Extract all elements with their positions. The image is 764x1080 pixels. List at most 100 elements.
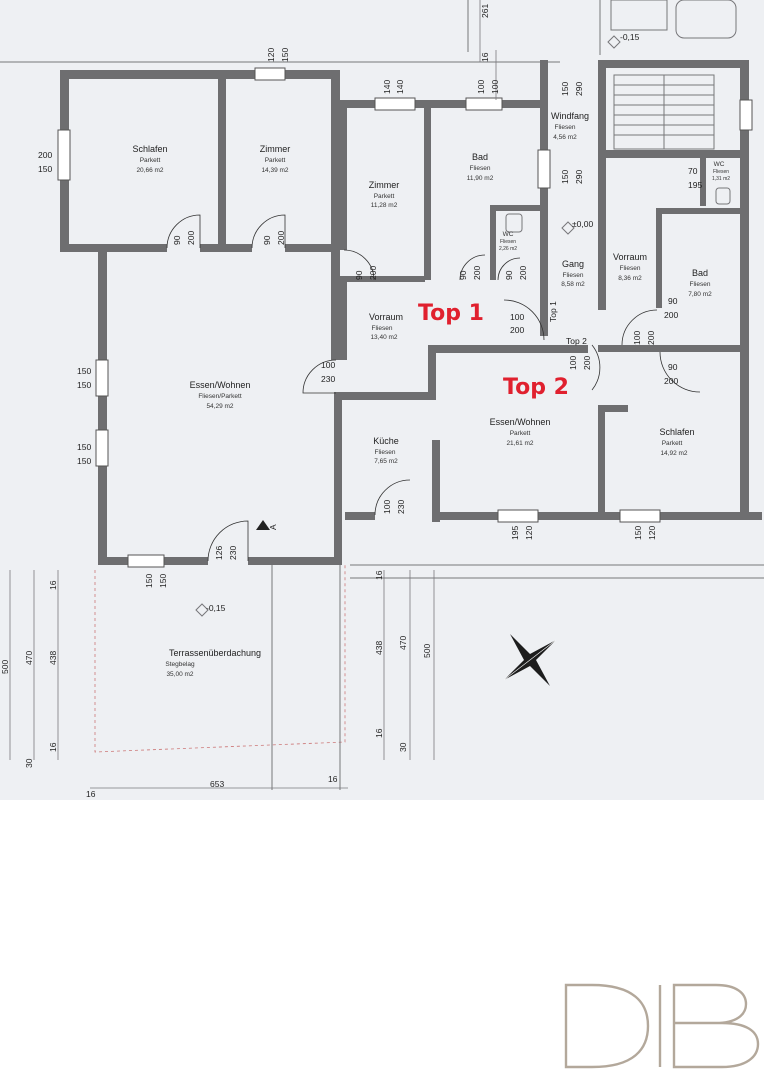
walls — [60, 60, 762, 565]
svg-text:200: 200 — [472, 266, 482, 280]
svg-text:90: 90 — [668, 296, 678, 306]
svg-text:70: 70 — [688, 166, 698, 176]
door-swings — [166, 214, 701, 562]
staircase — [613, 74, 715, 150]
svg-text:16: 16 — [48, 742, 58, 752]
svg-text:140: 140 — [395, 80, 405, 94]
room-floor: Fliesen — [500, 239, 516, 245]
level-terrace-text: -0,15 — [206, 603, 226, 613]
svg-text:470: 470 — [398, 636, 408, 650]
section-marker-label: A — [268, 524, 278, 530]
svg-text:120: 120 — [647, 526, 657, 540]
svg-text:150: 150 — [144, 574, 154, 588]
svg-text:30: 30 — [398, 742, 408, 752]
room-name: Bad — [472, 152, 488, 162]
logo-letter-b — [672, 983, 760, 1069]
room-essen-wohnen-1: Essen/Wohnen Fliesen/Parkett 54,29 m2 — [190, 380, 251, 410]
room-area: 21,61 m2 — [506, 440, 533, 447]
svg-text:290: 290 — [574, 170, 584, 184]
svg-text:261: 261 — [480, 4, 490, 18]
room-name: Küche — [373, 436, 399, 446]
room-name: Windfang — [551, 111, 589, 121]
room-area: 7,80 m2 — [688, 291, 712, 298]
svg-text:200: 200 — [646, 331, 656, 345]
room-name: Essen/Wohnen — [190, 380, 251, 390]
floor-plan-photo: ±0,00 -0,15 -0,15 A Schlafen Parkett 20,… — [0, 0, 764, 800]
svg-text:100: 100 — [568, 356, 578, 370]
room-area: 35,00 m2 — [166, 671, 193, 678]
room-area: 14,39 m2 — [261, 167, 288, 174]
svg-text:500: 500 — [422, 644, 432, 658]
room-name: Gang — [562, 259, 584, 269]
room-area: 14,92 m2 — [660, 450, 687, 457]
top-1-side-marker: Top 1 — [548, 301, 558, 322]
room-bad-1: Bad Fliesen 11,90 m2 — [467, 152, 494, 182]
room-name: Essen/Wohnen — [490, 417, 551, 427]
room-area: 8,36 m2 — [618, 275, 642, 282]
terrace — [94, 565, 346, 790]
svg-text:150: 150 — [77, 442, 91, 452]
room-area: 1,31 m2 — [712, 176, 730, 182]
svg-text:150: 150 — [560, 82, 570, 96]
top-2-label: Top 2 — [503, 375, 569, 400]
room-area: 13,40 m2 — [370, 334, 397, 341]
section-marker: A — [256, 520, 278, 530]
room-floor: Fliesen — [470, 165, 491, 172]
room-terrasse: Terrassenüberdachung Stegbelag 35,00 m2 — [165, 648, 261, 678]
room-gang: Gang Fliesen 8,58 m2 — [561, 259, 585, 288]
svg-text:470: 470 — [24, 651, 34, 665]
svg-text:150: 150 — [633, 526, 643, 540]
svg-text:195: 195 — [688, 180, 702, 190]
windows — [57, 67, 753, 568]
svg-text:150: 150 — [38, 164, 52, 174]
svg-text:150: 150 — [77, 366, 91, 376]
room-windfang: Windfang Fliesen 4,56 m2 — [551, 111, 589, 141]
svg-text:653: 653 — [210, 779, 224, 789]
room-floor: Fliesen — [375, 449, 396, 456]
room-floor: Fliesen — [690, 281, 711, 288]
svg-text:140: 140 — [382, 80, 392, 94]
room-zimmer-2: Zimmer Parkett 11,28 m2 — [369, 180, 400, 209]
svg-text:16: 16 — [86, 789, 96, 799]
svg-text:200: 200 — [276, 231, 286, 245]
svg-text:126: 126 — [214, 546, 224, 560]
svg-text:100: 100 — [321, 360, 335, 370]
svg-text:150: 150 — [77, 380, 91, 390]
level-main-text: ±0,00 — [572, 219, 593, 229]
room-schlafen-2: Schlafen Parkett 14,92 m2 — [659, 427, 694, 457]
room-name: Schlafen — [132, 144, 167, 154]
level-marker-terrace: -0,15 — [195, 603, 226, 617]
room-area: 8,58 m2 — [561, 281, 585, 288]
svg-text:150: 150 — [77, 456, 91, 466]
svg-text:100: 100 — [476, 80, 486, 94]
svg-text:16: 16 — [328, 774, 338, 784]
room-bad-2: Bad Fliesen 7,80 m2 — [688, 268, 712, 298]
svg-text:90: 90 — [354, 270, 364, 280]
svg-text:200: 200 — [368, 266, 378, 280]
room-floor: Fliesen/Parkett — [198, 393, 242, 400]
room-floor: Parkett — [374, 193, 395, 200]
room-floor: Fliesen — [372, 325, 393, 332]
svg-text:16: 16 — [48, 580, 58, 590]
room-name: WC — [503, 231, 514, 238]
dimension-texts: 120 150 140 140 100 100 16 261 200 150 9… — [0, 4, 702, 799]
svg-text:290: 290 — [574, 82, 584, 96]
svg-text:230: 230 — [396, 500, 406, 514]
svg-text:200: 200 — [582, 356, 592, 370]
svg-text:120: 120 — [524, 526, 534, 540]
top-2-side-marker: Top 2 — [566, 336, 587, 346]
north-compass-icon — [503, 634, 557, 686]
svg-text:150: 150 — [280, 48, 290, 62]
svg-text:100: 100 — [510, 312, 524, 322]
room-name: WC — [714, 161, 725, 168]
room-floor: Parkett — [140, 157, 161, 164]
svg-text:230: 230 — [228, 546, 238, 560]
svg-text:90: 90 — [458, 270, 468, 280]
room-name: Zimmer — [369, 180, 400, 190]
room-kueche: Küche Fliesen 7,65 m2 — [373, 436, 399, 465]
svg-text:200: 200 — [664, 310, 678, 320]
svg-text:200: 200 — [186, 231, 196, 245]
svg-text:100: 100 — [490, 80, 500, 94]
svg-text:200: 200 — [664, 376, 678, 386]
room-area: 20,66 m2 — [136, 167, 163, 174]
